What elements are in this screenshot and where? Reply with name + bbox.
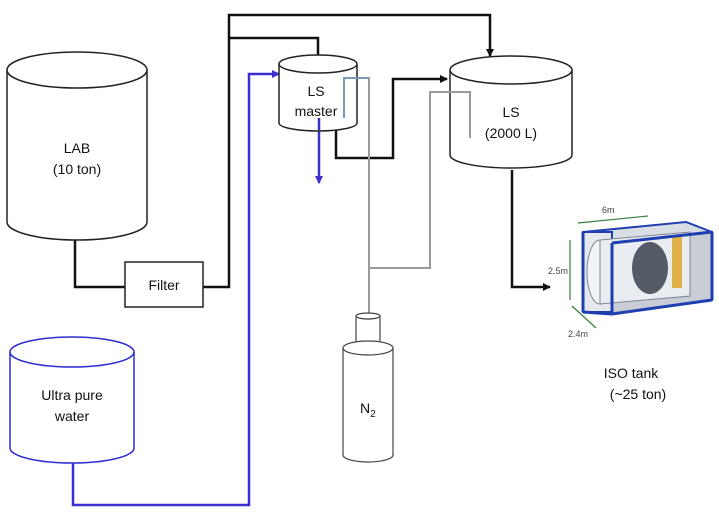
gas-line-in-ls-master	[343, 77, 369, 118]
ls-master-tank: LS master	[278, 54, 358, 132]
filter-box: Filter	[124, 261, 204, 308]
n2-subscript: 2	[370, 409, 376, 420]
water-tank: Ultra pure water	[9, 336, 135, 464]
pipe-filter-riser	[203, 13, 494, 289]
iso-dim-height: 2.5m	[548, 266, 568, 276]
lab-tank-label-line1: LAB	[64, 140, 90, 156]
iso-dim-length: 6m	[602, 205, 615, 215]
iso-tank-label-line2: (~25 ton)	[610, 386, 666, 402]
ls-master-label-line2: master	[295, 103, 338, 119]
pipe-lab-to-filter	[73, 240, 125, 289]
ls-tank-label-line2: (2000 L)	[485, 125, 537, 141]
pipe-ls-to-iso	[510, 170, 551, 291]
iso-tank-container: 6m 2.5m 2.4m	[548, 205, 714, 339]
lab-tank: LAB (10 ton)	[6, 51, 148, 241]
ls-tank-label-line1: LS	[502, 104, 519, 120]
iso-tank-label-line1: ISO tank	[604, 365, 659, 381]
lab-tank-label-line2: (10 ton)	[53, 161, 101, 177]
water-tank-label-line1: Ultra pure	[41, 387, 103, 403]
water-tank-label-line2: water	[54, 408, 90, 424]
pipe-filter-to-ls-master	[229, 36, 322, 63]
ls-master-label-line1: LS	[307, 83, 324, 99]
iso-dim-width: 2.4m	[568, 329, 588, 339]
pipe-water-to-ls-master	[71, 70, 280, 507]
n2-cylinder: N2	[342, 312, 394, 463]
pipe-ls-master-to-ls	[334, 75, 448, 160]
gas-line-in-ls	[430, 91, 471, 138]
n2-label: N2	[360, 400, 376, 420]
filter-label: Filter	[148, 277, 179, 293]
ls-tank: LS (2000 L)	[449, 55, 573, 169]
